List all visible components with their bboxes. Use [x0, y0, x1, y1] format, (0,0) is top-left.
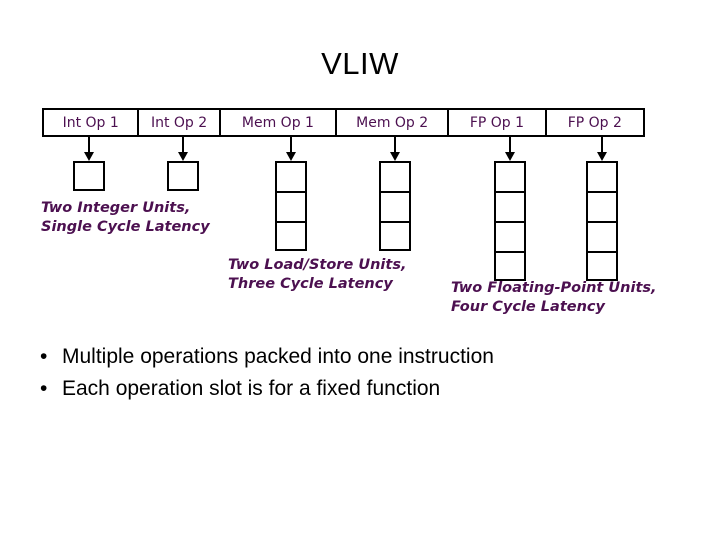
slot-label: Mem Op 2	[356, 114, 429, 131]
pipeline-stage	[494, 251, 526, 281]
arrow-down-icon-fp-op-2	[596, 137, 608, 161]
pipeline-stage	[586, 251, 618, 281]
slot-label: FP Op 2	[567, 114, 622, 131]
bullet-list: • Multiple operations packed into one in…	[34, 341, 694, 405]
arrow-down-icon-int-op-2	[177, 137, 189, 161]
bullet-text: Multiple operations packed into one inst…	[62, 345, 494, 368]
pipeline-stage	[494, 221, 526, 251]
functional-unit-fp-op-2	[586, 161, 618, 281]
instruction-slot-fp-op-1[interactable]: FP Op 1	[449, 110, 547, 135]
slot-label: Mem Op 1	[241, 114, 314, 131]
functional-unit-mem-op-1	[275, 161, 307, 251]
page-title: VLIW	[321, 46, 399, 81]
slot-label: FP Op 1	[469, 114, 525, 131]
pipeline-stage	[275, 191, 307, 221]
instruction-word-table: Int Op 1 Int Op 2 Mem Op 1 Mem Op 2 FP O…	[42, 108, 645, 137]
bullet-text: Each operation slot is for a fixed funct…	[62, 377, 441, 400]
bullet-marker: •	[40, 377, 48, 400]
instruction-slot-mem-op-2[interactable]: Mem Op 2	[337, 110, 450, 135]
pipeline-stage	[73, 161, 105, 191]
bullet-item-1: • Multiple operations packed into one in…	[34, 341, 694, 373]
bullet-item-2: • Each operation slot is for a fixed fun…	[34, 373, 694, 405]
pipeline-stage	[379, 191, 411, 221]
functional-unit-int-op-2	[167, 161, 199, 191]
annotation-integer-units: Two Integer Units, Single Cycle Latency	[41, 200, 210, 235]
arrow-down-icon-mem-op-2	[389, 137, 401, 161]
pipeline-stage	[275, 221, 307, 251]
slot-label: Int Op 2	[150, 114, 208, 131]
functional-unit-fp-op-1	[494, 161, 526, 281]
pipeline-stage	[379, 161, 411, 191]
pipeline-stage	[494, 161, 526, 191]
functional-unit-mem-op-2	[379, 161, 411, 251]
instruction-slot-int-op-1[interactable]: Int Op 1	[44, 110, 140, 135]
arrow-down-icon-int-op-1	[83, 137, 95, 161]
pipeline-stage	[586, 191, 618, 221]
instruction-slot-mem-op-1[interactable]: Mem Op 1	[221, 110, 338, 135]
annotation-fp-units: Two Floating-Point Units, Four Cycle Lat…	[451, 280, 657, 315]
pipeline-stage	[586, 161, 618, 191]
pipeline-stage	[167, 161, 199, 191]
pipeline-stage	[275, 161, 307, 191]
pipeline-stage	[494, 191, 526, 221]
arrow-down-icon-fp-op-1	[504, 137, 516, 161]
instruction-slot-fp-op-2[interactable]: FP Op 2	[547, 110, 643, 135]
pipeline-stage	[379, 221, 411, 251]
instruction-slot-int-op-2[interactable]: Int Op 2	[139, 110, 221, 135]
annotation-loadstore-units: Two Load/Store Units, Three Cycle Latenc…	[228, 257, 407, 292]
slot-label: Int Op 1	[62, 114, 119, 131]
bullet-marker: •	[40, 345, 48, 368]
arrow-down-icon-mem-op-1	[285, 137, 297, 161]
pipeline-stage	[586, 221, 618, 251]
functional-unit-int-op-1	[73, 161, 105, 191]
